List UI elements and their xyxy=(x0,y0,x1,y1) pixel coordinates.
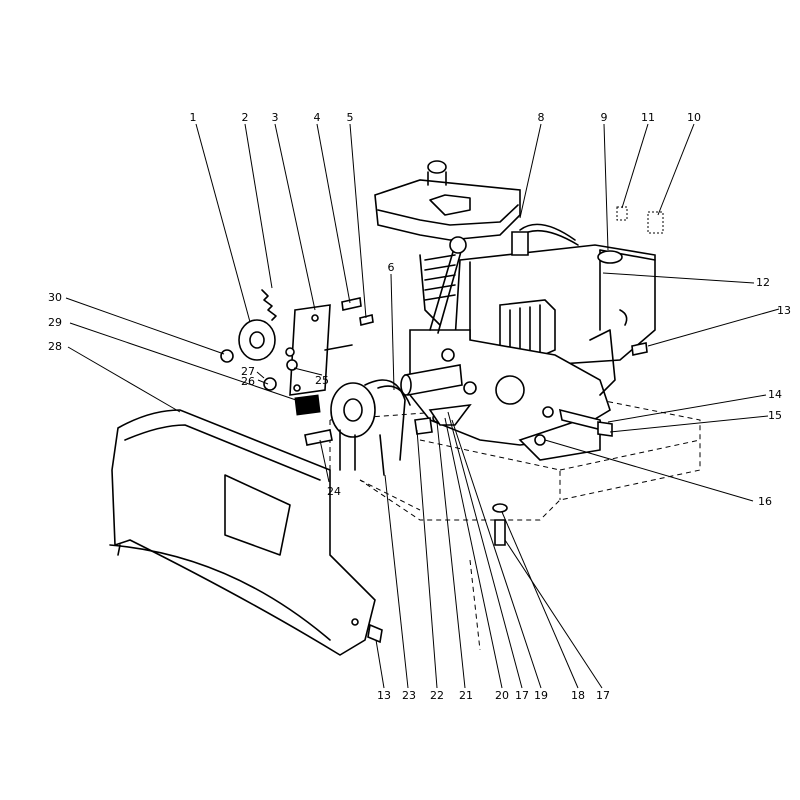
belt-pulley-assembly xyxy=(220,289,411,476)
callout-27: 27 xyxy=(241,365,255,378)
callout-17-right: 17 xyxy=(596,689,610,702)
callout-22: 22 xyxy=(430,689,444,702)
callout-labels: 1 2 3 4 5 6 8 9 11 10 12 13 30 29 28 27 … xyxy=(48,111,791,702)
callout-4: 4 xyxy=(314,111,321,124)
callout-2: 2 xyxy=(242,111,249,124)
callout-16: 16 xyxy=(758,495,772,508)
engine xyxy=(374,160,664,461)
chassis-frame xyxy=(329,399,701,651)
callout-9: 9 xyxy=(601,111,608,124)
lower-hardware xyxy=(414,403,508,546)
callout-8: 8 xyxy=(538,111,545,124)
callout-29: 29 xyxy=(48,316,62,329)
callout-1: 1 xyxy=(190,111,197,124)
callout-14: 14 xyxy=(768,388,782,401)
callout-11: 11 xyxy=(641,111,655,124)
callout-12: 12 xyxy=(756,276,770,289)
callout-21: 21 xyxy=(459,689,473,702)
callout-18: 18 xyxy=(571,689,585,702)
callout-13-bottom: 13 xyxy=(377,689,391,702)
callout-17-left: 17 xyxy=(515,689,529,702)
callout-20: 20 xyxy=(495,689,509,702)
callout-10: 10 xyxy=(687,111,701,124)
belt-cover xyxy=(109,409,383,656)
callout-28: 28 xyxy=(48,340,62,353)
callout-19: 19 xyxy=(534,689,548,702)
callout-23: 23 xyxy=(402,689,416,702)
callout-30: 30 xyxy=(48,291,62,304)
callout-6: 6 xyxy=(388,261,395,274)
callout-5: 5 xyxy=(347,111,354,124)
callout-3: 3 xyxy=(272,111,279,124)
callout-26: 26 xyxy=(241,375,255,388)
callout-13-top: 13 xyxy=(777,304,791,317)
callout-24: 24 xyxy=(327,485,341,498)
leader-lines xyxy=(65,123,780,689)
callout-25: 25 xyxy=(315,374,329,387)
callout-15: 15 xyxy=(768,409,782,422)
